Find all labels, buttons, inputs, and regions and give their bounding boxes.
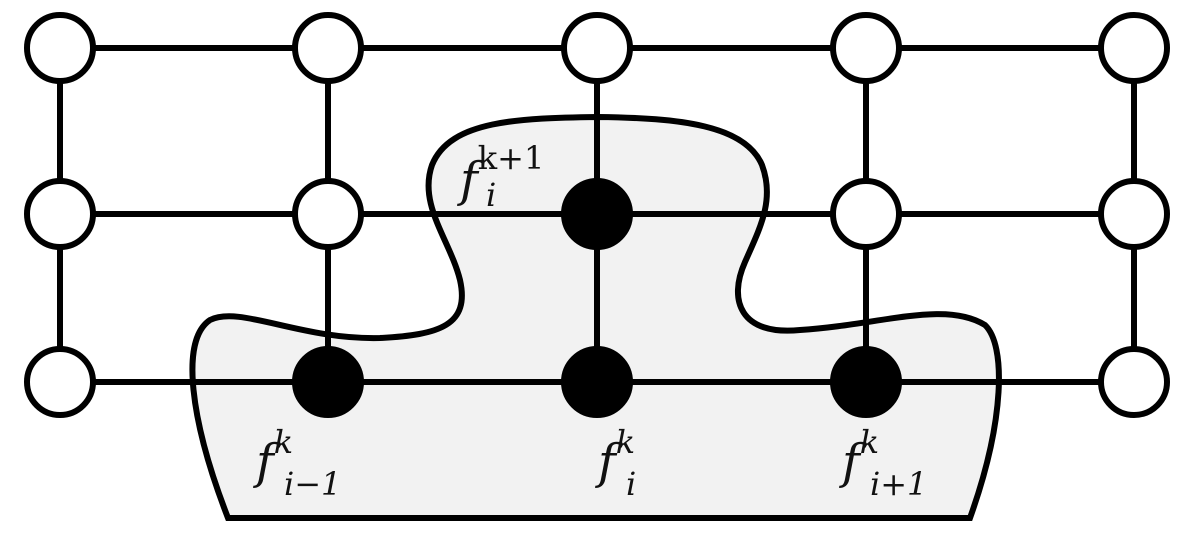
grid-nodes <box>24 12 1170 418</box>
open-node <box>24 178 96 250</box>
open-node <box>830 12 902 84</box>
open-node <box>1098 346 1170 418</box>
open-node <box>830 178 902 250</box>
filled-node <box>561 178 633 250</box>
open-node <box>1098 178 1170 250</box>
filled-node <box>830 346 902 418</box>
open-node <box>1098 12 1170 84</box>
open-node <box>561 12 633 84</box>
open-node <box>292 178 364 250</box>
filled-node <box>561 346 633 418</box>
filled-node <box>292 346 364 418</box>
open-node <box>292 12 364 84</box>
open-node <box>24 346 96 418</box>
open-node <box>24 12 96 84</box>
